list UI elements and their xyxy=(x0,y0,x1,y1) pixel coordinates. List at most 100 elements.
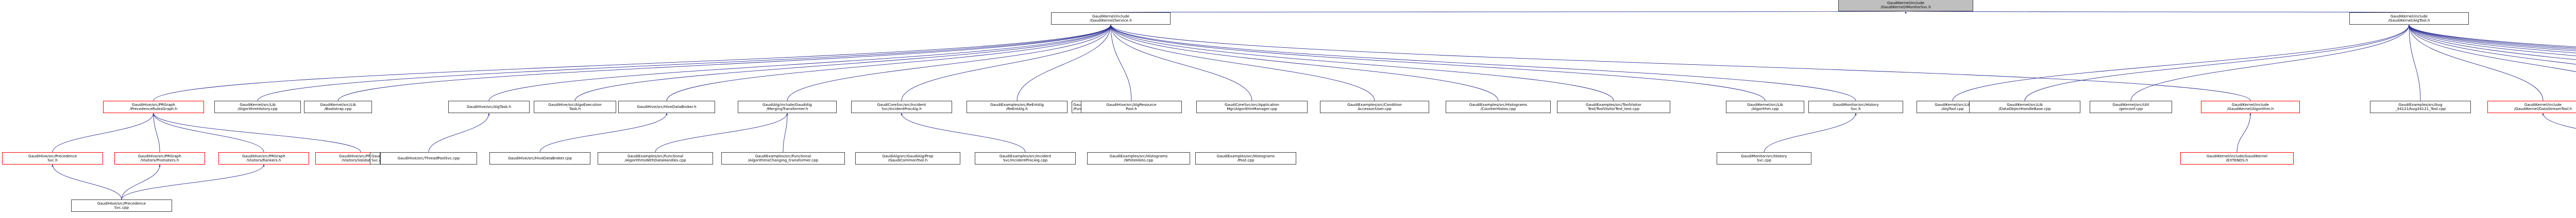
graph-edge xyxy=(2408,24,2421,101)
graph-node[interactable]: GaudiHive/src/AlgTask.h xyxy=(448,101,530,113)
graph-node-label: GaudiHive/src/HiveDataBroker.h xyxy=(637,104,697,109)
graph-node[interactable]: GaudiKernel/src/Util /genconf.cpp xyxy=(2090,101,2172,113)
graph-node[interactable]: GaudiExamples/src/Functional /Algorithms… xyxy=(721,152,845,165)
graph-node-label: GaudiExamples/src/Histograms /WhiteHisto… xyxy=(1109,153,1168,162)
graph-node-label: GaudiKernel/include /GaudiKernel/Algorit… xyxy=(2227,102,2274,111)
graph-node-label: GaudiKernel/src/Util /genconf.cpp xyxy=(2112,102,2149,111)
graph-node-label: GaudiHive/src/PRGraph /PrecedenceRulesGr… xyxy=(129,102,178,111)
graph-node-label: GaudiExamples/src/Incident Svc/IncidentP… xyxy=(999,153,1052,162)
graph-node[interactable]: GaudiExamples/src/ReEntAlg /ReEntAlg.h xyxy=(967,101,1067,113)
graph-node-label: GaudiHive/src/Precedence Svc.h xyxy=(28,153,77,162)
graph-edge xyxy=(1110,24,1132,101)
graph-edge xyxy=(2408,24,2544,101)
graph-node-label: GaudiHive/src/AlgResource Pool.h xyxy=(1106,102,1157,111)
graph-node[interactable]: GaudiHive/src/PRGraph /Visitors/Promoter… xyxy=(114,152,205,165)
graph-edge xyxy=(666,24,1112,101)
graph-node[interactable]: GaudiKernel/include /GaudiKernel/DataStr… xyxy=(2487,101,2576,113)
graph-edge xyxy=(1110,24,1252,101)
graph-edge xyxy=(121,164,265,200)
graph-node-label: GaudiHive/src/PRGraph /Visitors/Promoter… xyxy=(138,153,181,162)
graph-edge xyxy=(2408,24,2576,60)
graph-node[interactable]: GaudiHive/src/ThreadPoolSvc.cpp xyxy=(380,152,477,165)
graph-node-label: GaudiHive/src/HiveDataBroker.cpp xyxy=(508,155,572,160)
graph-edge xyxy=(428,113,490,153)
graph-node[interactable]: GaudiKernel/include /GaudiKernel/IMonito… xyxy=(1838,0,1973,11)
graph-node-label: GaudiMonitor/src/History Svc.h xyxy=(1833,102,1879,111)
graph-node[interactable]: GaudiKernel/include /GaudiKernel/Algorit… xyxy=(2201,101,2300,113)
graph-node-label: GaudiAlg/include/GaudiAlg /FunctionalFil… xyxy=(1073,102,1081,111)
graph-edge xyxy=(257,24,1112,101)
graph-node-label: GaudiMonitor/src/History Svc.cpp xyxy=(1741,153,1787,162)
graph-node[interactable]: GaudiHive/src/Precedence Svc.cpp xyxy=(71,199,172,212)
graph-node[interactable]: GaudiExamples/src/Incident Svc/IncidentP… xyxy=(975,152,1076,165)
graph-node[interactable]: GaudiExamples/src/Condition Accessor/Use… xyxy=(1320,101,1429,113)
graph-node[interactable]: GaudiHive/src/AlgResource Pool.h xyxy=(1081,101,1182,113)
graph-edge xyxy=(783,113,788,153)
graph-node[interactable]: GaudiExamples/src/Histograms /Post.cpp xyxy=(1195,152,1296,165)
graph-node[interactable]: GaudiKernel/include/GaudiKernel /EXTENDS… xyxy=(2180,152,2294,165)
graph-edge xyxy=(2408,24,2576,72)
graph-node-label: GaudiKernel/src/Lib /Algorithm.cpp xyxy=(1747,102,1783,111)
graph-node[interactable]: GaudiAlg/include/GaudiAlg /FunctionalFil… xyxy=(1072,101,1082,113)
graph-node[interactable]: GaudiHive/src/Precedence Svc.h xyxy=(2,152,103,165)
graph-node-label: GaudiHive/src/PRGraph /Visitors/Validato… xyxy=(339,153,382,162)
graph-edge xyxy=(152,113,264,153)
graph-node[interactable]: GaudiKernel/include /GaudiKernel/AlgTool… xyxy=(2349,12,2469,25)
graph-edge xyxy=(1110,24,2251,101)
graph-node-label: GaudiHive/src/PRGraph /Visitors/Rankers.… xyxy=(242,153,285,162)
graph-node-label: GaudiKernel/src/Lib /AlgTool.cpp xyxy=(1935,102,1971,111)
graph-node[interactable]: GaudiKernel/src/Lib /DataObjectHandleBas… xyxy=(1969,101,2080,113)
graph-node-label: GaudiExamples/src/Functional /Algorithms… xyxy=(624,153,686,162)
graph-node[interactable]: GaudiKernel/src/Lib /Bootstrap.cpp xyxy=(304,101,372,113)
graph-edge xyxy=(1110,11,1906,13)
graph-node[interactable]: GaudiKernel/include /GaudiKernel/Service… xyxy=(1051,12,1171,25)
graph-node[interactable]: GaudiHive/src/AlgoExecution Task.h xyxy=(534,101,616,113)
graph-node[interactable]: GaudiCoreSvc/src/Application Mgr/Algorit… xyxy=(1196,101,1308,113)
graph-edge xyxy=(1110,24,1375,101)
graph-node[interactable]: GaudiHive/src/PRGraph /Visitors/Rankers.… xyxy=(218,152,309,165)
graph-edge xyxy=(2408,24,2576,51)
graph-node-label: GaudiExamples/src/Histograms /CounterHis… xyxy=(1469,102,1528,111)
graph-node-label: GaudiHive/src/AlgoExecution Task.h xyxy=(548,102,602,111)
graph-node-label: GaudiExamples/src/Histograms /Post.cpp xyxy=(1216,153,1275,162)
graph-node[interactable]: GaudiMonitor/src/History Svc.cpp xyxy=(1717,152,1811,165)
graph-node[interactable]: GaudiHive/src/HiveDataBroker.h xyxy=(618,101,715,113)
graph-node[interactable]: GaudiExamples/src/Histograms /CounterHis… xyxy=(1446,101,1551,113)
graph-node[interactable]: GaudiCoreSvc/src/Incident Svc/IncidentPr… xyxy=(851,101,952,113)
graph-edge xyxy=(1952,24,2410,101)
graph-node[interactable]: GaudiAlg/src/GaudiAlg/Prop /GaudiCommonT… xyxy=(855,152,960,165)
graph-node-label: GaudiKernel/src/Lib /DataObjectHandleBas… xyxy=(1998,102,2051,111)
graph-edge xyxy=(2408,24,2576,57)
graph-edge xyxy=(2542,113,2576,129)
graph-edge xyxy=(2024,24,2410,101)
graph-edge xyxy=(1905,11,2410,14)
graph-edge xyxy=(2408,24,2576,48)
graph-edge xyxy=(488,24,1112,101)
graph-edge xyxy=(901,24,1112,101)
graph-edge xyxy=(52,113,155,153)
graph-edge xyxy=(121,164,161,200)
graph-node[interactable]: GaudiHive/src/AvalancheScheduler Svc.cpp xyxy=(370,152,380,165)
graph-node[interactable]: GaudiKernel/src/Lib /Algorithm.cpp xyxy=(1726,101,1804,113)
graph-node-label: GaudiHive/src/AlgTask.h xyxy=(466,104,512,109)
graph-edge xyxy=(152,113,361,153)
graph-node[interactable]: GaudiHive/src/PRGraph /PrecedenceRulesGr… xyxy=(103,101,204,113)
graph-node-label: GaudiKernel/include /GaudiKernel/IMonito… xyxy=(1880,0,1931,9)
graph-node[interactable]: GaudiHive/src/HiveDataBroker.cpp xyxy=(489,152,590,165)
graph-node[interactable]: GaudiMonitor/src/History Svc.h xyxy=(1808,101,1903,113)
graph-edge xyxy=(52,164,122,200)
graph-node[interactable]: GaudiExamples/src/ToolVisitor Test/ToolV… xyxy=(1557,101,1670,113)
graph-node[interactable]: GaudiExamples/src/Functional /Algorithms… xyxy=(598,152,713,165)
graph-edge xyxy=(2130,24,2410,101)
graph-node[interactable]: GaudiExamples/src/Histograms /WhiteHisto… xyxy=(1087,152,1190,165)
graph-node-label: GaudiExamples/src/ToolVisitor Test/ToolV… xyxy=(1586,102,1641,111)
graph-node-label: GaudiKernel/include/GaudiKernel /EXTENDS… xyxy=(2206,153,2268,162)
graph-node[interactable]: GaudiAlg/include/GaudiAlg /MergingTransf… xyxy=(738,101,837,113)
graph-node[interactable]: GaudiExamples/src/bug _34121/bug34121_To… xyxy=(2370,101,2471,113)
graph-node-label: GaudiHive/src/Precedence Svc.cpp xyxy=(97,201,146,210)
graph-edge xyxy=(2408,24,2576,47)
graph-edge xyxy=(152,113,160,153)
graph-node[interactable]: GaudiKernel/src/Lib /AlgorithmHistory.cp… xyxy=(214,101,301,113)
graph-edge xyxy=(1110,24,1614,101)
